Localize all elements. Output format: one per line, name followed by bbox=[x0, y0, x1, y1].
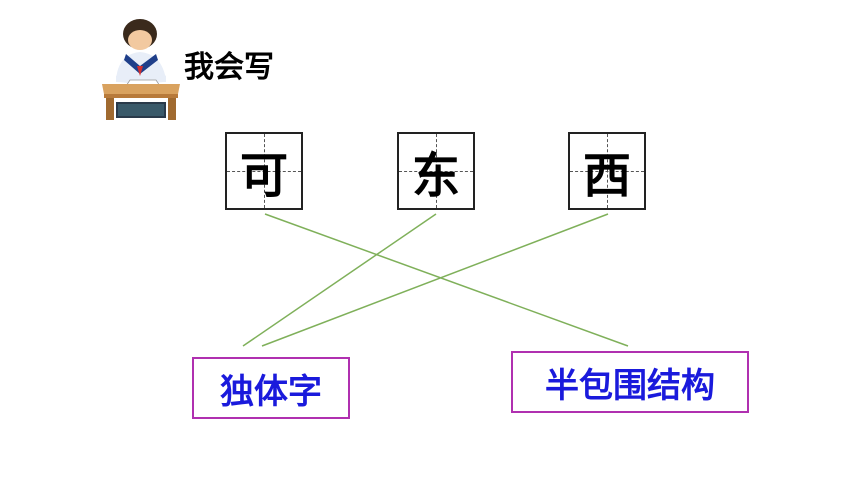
character-xi: 西 bbox=[582, 148, 631, 204]
grid-guide-vertical bbox=[436, 134, 437, 208]
link-xi-to-single-component bbox=[261, 213, 609, 347]
grid-guide-vertical bbox=[607, 134, 608, 208]
section-title: 我会写 bbox=[184, 50, 274, 85]
character-dong: 东 bbox=[411, 148, 460, 204]
char-grid-box-dong: 东 bbox=[397, 132, 475, 210]
char-grid-box-xi: 西 bbox=[568, 132, 646, 210]
link-ke-to-half-enclosure bbox=[264, 213, 629, 347]
category-single-component[interactable]: 独体字 bbox=[192, 357, 350, 419]
category-half-enclosure[interactable]: 半包围结构 bbox=[511, 351, 749, 413]
grid-guide-vertical bbox=[264, 134, 265, 208]
character-ke: 可 bbox=[239, 148, 288, 204]
student-writing-at-desk-icon bbox=[102, 19, 180, 120]
link-dong-to-single-component bbox=[242, 213, 437, 347]
char-grid-box-ke: 可 bbox=[225, 132, 303, 210]
